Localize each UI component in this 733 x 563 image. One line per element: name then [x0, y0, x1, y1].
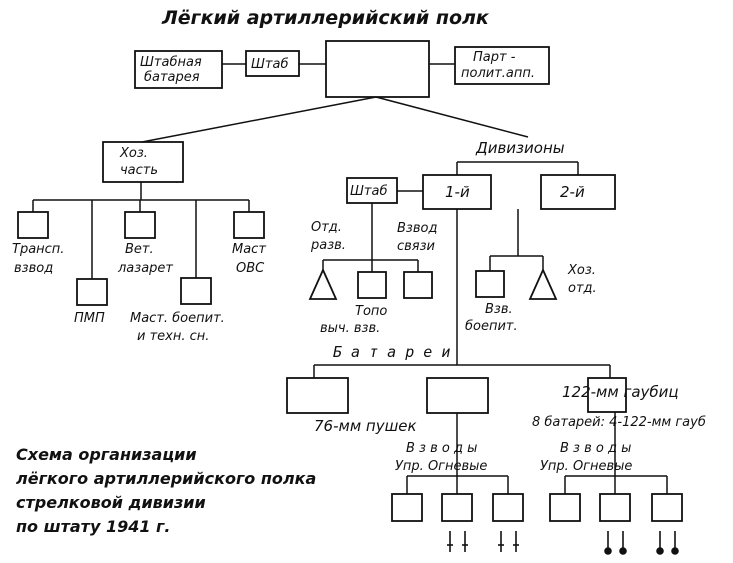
- batteries-header: Б а т а р е и: [333, 343, 450, 361]
- gun-icons: [447, 531, 679, 555]
- pmp-box: [76, 278, 108, 306]
- party-label-2: полит.апп.: [461, 66, 535, 81]
- platoons-left-2: Упр. Огневые: [395, 459, 487, 474]
- party-label-1: Парт -: [473, 50, 516, 65]
- left-platoon-fire-1-box: [441, 493, 473, 522]
- left-platoon-fire-2-box: [492, 493, 524, 522]
- battery-1-box: [286, 377, 349, 414]
- division-1-box: [422, 174, 492, 210]
- platoons-left-1: В з в о д ы: [406, 441, 477, 456]
- battery-2-box: [426, 377, 489, 414]
- transport-label-1: Трансп.: [12, 242, 64, 257]
- mast-boe-label-1: Маст. боепит.: [130, 311, 225, 326]
- staff-battery-label-1: Штабная: [140, 55, 202, 70]
- ammo-platoon-box: [475, 270, 505, 298]
- regiment-commander-box: [325, 40, 430, 98]
- division-2-box: [540, 174, 616, 210]
- mast-ovs-label-2: ОВС: [236, 261, 265, 276]
- recon-label-1: Отд.: [311, 220, 342, 235]
- transport-platoon-box: [17, 211, 49, 239]
- division-staff-label: Штаб: [350, 184, 387, 199]
- mast-boe-box: [180, 277, 212, 305]
- signal-label-2: связи: [397, 239, 435, 254]
- caption-line-3: стрелковой дивизии: [16, 493, 206, 512]
- ammo-label-1: Взв.: [485, 302, 513, 317]
- right-platoon-fire-1-box: [599, 493, 631, 522]
- caption-line-2: лёгкого артиллерийского полка: [16, 469, 316, 488]
- recon-label-2: разв.: [310, 238, 346, 253]
- caption-line-4: по штату 1941 г.: [16, 517, 171, 536]
- mast-ovs-label-1: Маст: [232, 242, 266, 257]
- pmp-label: ПМП: [74, 311, 105, 326]
- hoz-label-2: часть: [120, 163, 158, 178]
- howitzers-label: 122-мм гаубиц: [562, 383, 679, 401]
- topo-label-2: выч. взв.: [320, 321, 380, 336]
- chart-title: Лёгкий артиллерийский полк: [161, 7, 490, 29]
- staff-label: Штаб: [251, 57, 288, 72]
- left-platoon-control-box: [391, 493, 423, 522]
- hoz-otd-triangle: [528, 267, 558, 300]
- topo-label-1: Топо: [355, 304, 387, 319]
- division-1-label: 1-й: [445, 183, 470, 201]
- hoz-otd-label-1: Хоз.: [567, 263, 596, 278]
- hoz-otd-label-2: отд.: [568, 281, 597, 296]
- vet-label-2: лазарет: [117, 261, 173, 276]
- division-2-label: 2-й: [560, 183, 585, 201]
- caption-line-1: Схема организации: [16, 445, 197, 464]
- ammo-label-2: боепит.: [465, 319, 518, 334]
- mast-ovs-box: [233, 211, 265, 239]
- staff-box: [245, 50, 300, 77]
- hoz-label-1: Хоз.: [119, 146, 148, 161]
- hoz-part-box: [102, 141, 184, 183]
- howitzer-battery-box: [587, 377, 627, 413]
- topo-box: [357, 271, 387, 299]
- right-platoon-fire-2-box: [651, 493, 683, 522]
- staff-battery-box: [134, 50, 223, 89]
- right-platoon-control-box: [549, 493, 581, 522]
- division-staff-box: [346, 177, 398, 204]
- party-political-box: [454, 46, 550, 85]
- divisions-header: Дивизионы: [475, 139, 565, 157]
- transport-label-2: взвод: [14, 261, 53, 276]
- mast-boe-label-2: и техн. сн.: [137, 329, 209, 344]
- vet-label-1: Вет.: [125, 242, 154, 257]
- platoons-right-2: Упр. Огневые: [540, 459, 632, 474]
- signal-box: [403, 271, 433, 299]
- batteries-note: 8 батарей: 4-122-мм гауб: [532, 415, 706, 430]
- vet-box: [124, 211, 156, 239]
- staff-battery-label-2: батарея: [144, 70, 200, 85]
- signal-label-1: Взвод: [397, 221, 437, 236]
- guns-label: 76-мм пушек: [314, 417, 417, 435]
- platoons-right-1: В з в о д ы: [560, 441, 631, 456]
- recon-triangle: [308, 267, 338, 300]
